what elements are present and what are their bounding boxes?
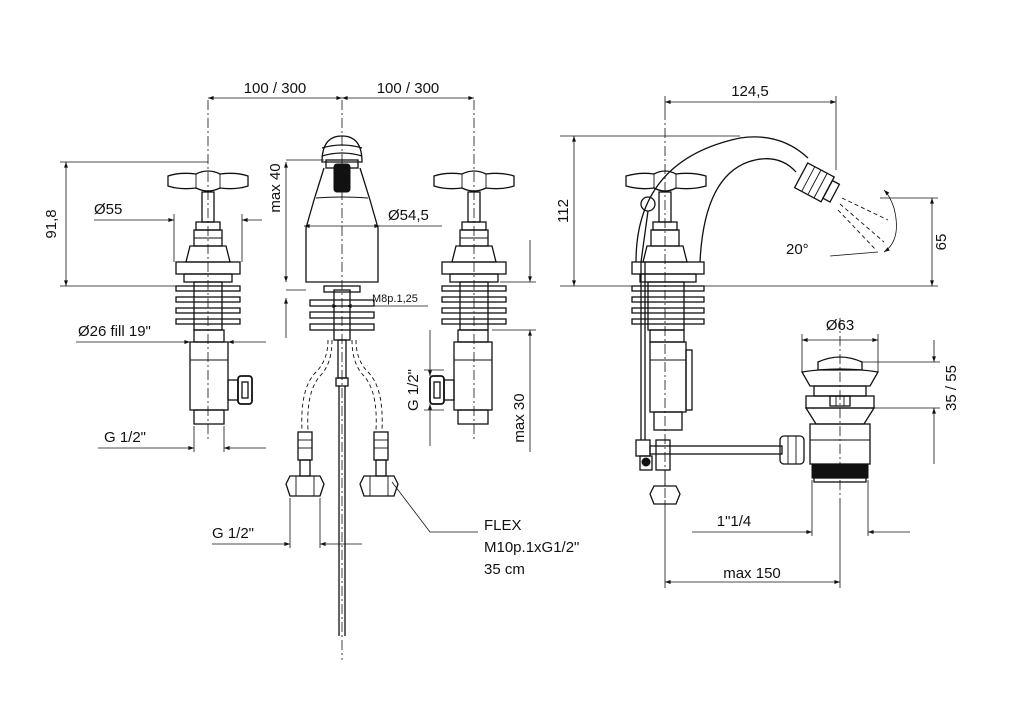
label-flex-line1: FLEX [484, 517, 522, 534]
right-valve [429, 100, 515, 440]
label-spacing-right: 100 / 300 [377, 80, 440, 97]
label-waste-thread: 1"1/4 [717, 513, 752, 530]
label-dia-waste: Ø63 [826, 317, 854, 334]
center-spout [285, 100, 399, 660]
label-dia-base: Ø54,5 [388, 207, 429, 224]
label-reach: 124,5 [731, 83, 769, 100]
label-max-spout: max 40 [267, 163, 284, 212]
label-total-height: 112 [555, 199, 572, 223]
label-dia-handle: Ø55 [94, 201, 122, 218]
label-flex-line2: M10p.1xG1/2" [484, 539, 579, 556]
label-thread-right-side: G 1/2" [405, 369, 422, 411]
label-waste-height: 35 / 55 [943, 365, 960, 411]
label-thread-rod: M8p.1,25 [372, 293, 418, 305]
left-valve [167, 100, 253, 440]
label-dia-valve: Ø26 fill 19" [78, 323, 151, 340]
label-max-right-valve: max 30 [511, 393, 528, 442]
label-flex-line3: 35 cm [484, 561, 525, 578]
label-handle-height: 91,8 [43, 209, 60, 238]
side-view [625, 110, 889, 505]
label-thread-left: G 1/2" [104, 429, 146, 446]
label-spray-angle: 20° [786, 241, 809, 258]
label-spray-height: 65 [933, 234, 950, 251]
label-max-waste: max 150 [723, 565, 781, 582]
label-thread-hose: G 1/2" [212, 525, 254, 542]
label-spacing-left: 100 / 300 [244, 80, 307, 97]
waste-assembly [800, 318, 880, 500]
